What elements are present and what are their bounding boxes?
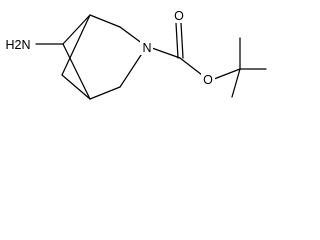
bicyclic-ring-bonds	[35, 14, 144, 100]
bond-ch2a-n	[119, 26, 144, 45]
ring-nitrogen-label-mask	[140, 40, 153, 55]
bond-tbu-methyl-down	[231, 68, 241, 98]
bond-ch2b-bridgehead2	[89, 86, 121, 100]
amine-label: H2N	[5, 38, 30, 52]
bond-bridgehead1-ch2a	[89, 14, 121, 28]
atom-labels: H2N N O O	[4, 8, 215, 87]
bond-bridgehead1-c8	[62, 14, 91, 45]
ring-nitrogen-label: N	[142, 41, 151, 55]
ester-oxygen-label: O	[203, 73, 213, 87]
bond-ester-o-tbu	[213, 68, 241, 80]
bond-c-ester-o	[179, 57, 203, 76]
bond-co-double-b	[180, 22, 184, 59]
bond-co-double-a	[175, 22, 179, 59]
molecule-structure: H2N N O O	[4, 8, 267, 100]
bond-c8-bridgehead2	[62, 43, 91, 100]
carbonyl-oxygen-label-mask	[172, 8, 186, 23]
bond-bridgehead1-c6	[61, 14, 91, 76]
bond-c6-c7	[61, 74, 91, 100]
amine-label-mask	[4, 37, 32, 52]
ester-oxygen-label-mask	[201, 72, 215, 87]
boc-group-bonds	[151, 22, 267, 98]
carbonyl-oxygen-label: O	[174, 9, 184, 23]
bond-n-carbonyl-c	[151, 47, 181, 59]
bond-n-ch2b	[119, 51, 144, 88]
